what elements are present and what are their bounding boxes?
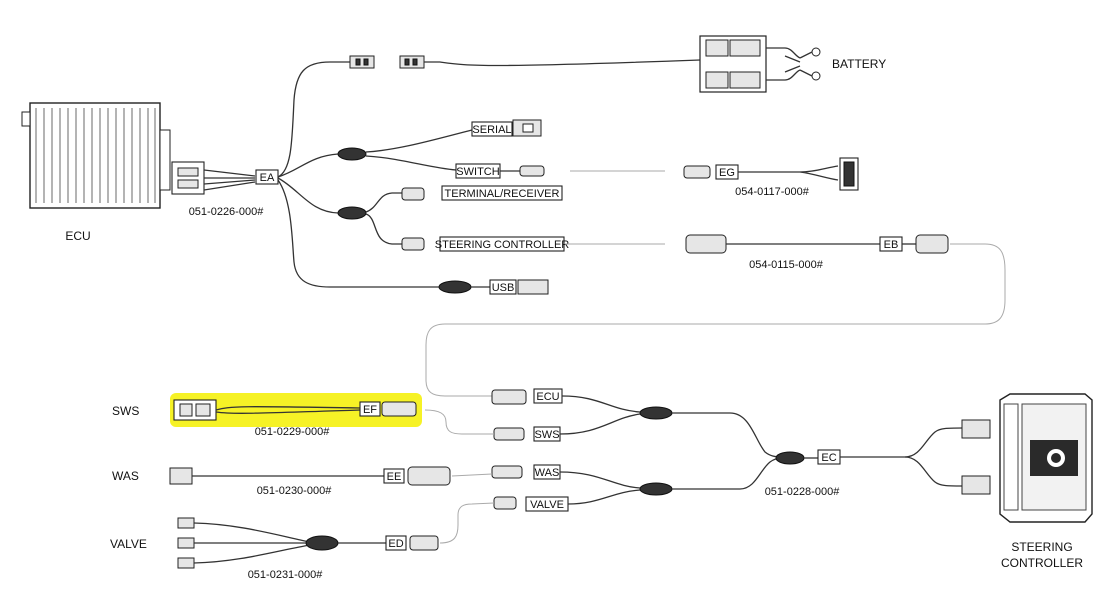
sws-cable-connector (381, 401, 417, 417)
usb-connector (517, 279, 549, 295)
serial-switch-splitter (337, 147, 367, 161)
battery-label: BATTERY (832, 57, 886, 71)
sws-link-line (424, 409, 494, 435)
steering-controller-unit (961, 393, 1093, 523)
ed-tag-box (385, 535, 407, 551)
eg-tag: EG (719, 167, 735, 179)
steering-controller-label-box (439, 236, 565, 252)
valve-link-line (439, 502, 495, 544)
steering-controller-label-line1: STEERING (1011, 540, 1072, 554)
ee-tag: EE (387, 471, 402, 483)
was-cable-part-number: 051-0230-000# (257, 485, 333, 497)
usb-ferrite (438, 280, 472, 294)
valve-port-label: VALVE (530, 499, 564, 511)
steering-port-connector (401, 237, 425, 251)
harness-serial-switch-branch (277, 153, 339, 178)
steering-controller-label-line2: CONTROLLER (1001, 556, 1083, 570)
eb-connector-left (685, 234, 727, 254)
was-sensor-plug (169, 467, 193, 485)
terminal-receiver-label-box (441, 185, 563, 201)
sws-label: SWS (112, 404, 139, 418)
valve-label: VALVE (110, 537, 147, 551)
was-label: WAS (112, 469, 139, 483)
valve-plug-2 (177, 537, 195, 549)
was-valve-splitter (639, 482, 673, 496)
harness-usb-branch (277, 179, 440, 288)
eb-tag: EB (884, 239, 899, 251)
steering-controller-port-label: STEERING CONTROLLER (435, 239, 570, 251)
usb-label-box (489, 279, 517, 295)
ee-tag-box (383, 468, 405, 484)
valve-cable-connector (409, 535, 439, 551)
ef-tag: EF (363, 404, 377, 416)
valve-cable-part-number: 051-0231-000# (248, 569, 324, 581)
battery-plug-female (399, 55, 425, 69)
serial-label: SERIAL (472, 124, 511, 136)
terminal-connector (401, 187, 425, 201)
battery-plug-male (349, 55, 375, 69)
eb-connector-right (915, 234, 949, 254)
valve-port-connector (493, 496, 517, 510)
terminal-receiver-label: TERMINAL/RECEIVER (445, 188, 560, 200)
switch-cable-part-number: 054-0117-000# (735, 186, 810, 198)
was-link-line (451, 473, 493, 477)
main-harness-part-number: 051-0226-000# (189, 206, 265, 218)
valve-splitter (305, 535, 339, 551)
sws-port-label: SWS (534, 429, 559, 441)
switch-connector (519, 165, 545, 177)
ecu-connector (171, 161, 256, 195)
eb-to-controller-route (425, 243, 1006, 397)
harness-battery-branch (277, 61, 350, 178)
sws-highlight (170, 393, 422, 427)
battery-fuse-assembly (699, 35, 821, 93)
controller-harness-splitter (775, 451, 805, 465)
ecu-sws-splitter (639, 406, 673, 420)
ecu-port-label: ECU (536, 391, 559, 403)
valve-plug-3 (177, 557, 195, 569)
sws-port-connector (493, 427, 525, 441)
ed-tag: ED (388, 538, 403, 550)
ec-tag: EC (821, 452, 836, 464)
ea-tag: EA (260, 172, 275, 184)
switch-label: SWITCH (456, 166, 499, 178)
ecu-label: ECU (65, 229, 90, 243)
sws-cable-part-number: 051-0229-000# (255, 426, 331, 438)
controller-harness-part-number: 051-0228-000# (765, 486, 841, 498)
was-cable-connector (407, 466, 451, 486)
ecu-unit (21, 102, 171, 209)
was-port-label: WAS (535, 467, 560, 479)
usb-label: USB (492, 282, 515, 294)
terminal-steer-splitter (337, 206, 367, 220)
serial-label-box (471, 121, 513, 137)
ef-tag-box (359, 401, 381, 417)
harness-terminal-steer-branch (277, 177, 339, 214)
steering-cable-part-number: 054-0115-000# (749, 259, 824, 271)
was-port-connector (491, 465, 523, 479)
eg-connector (683, 165, 711, 179)
valve-plug-1 (177, 517, 195, 529)
ecu-port-connector (491, 389, 527, 405)
